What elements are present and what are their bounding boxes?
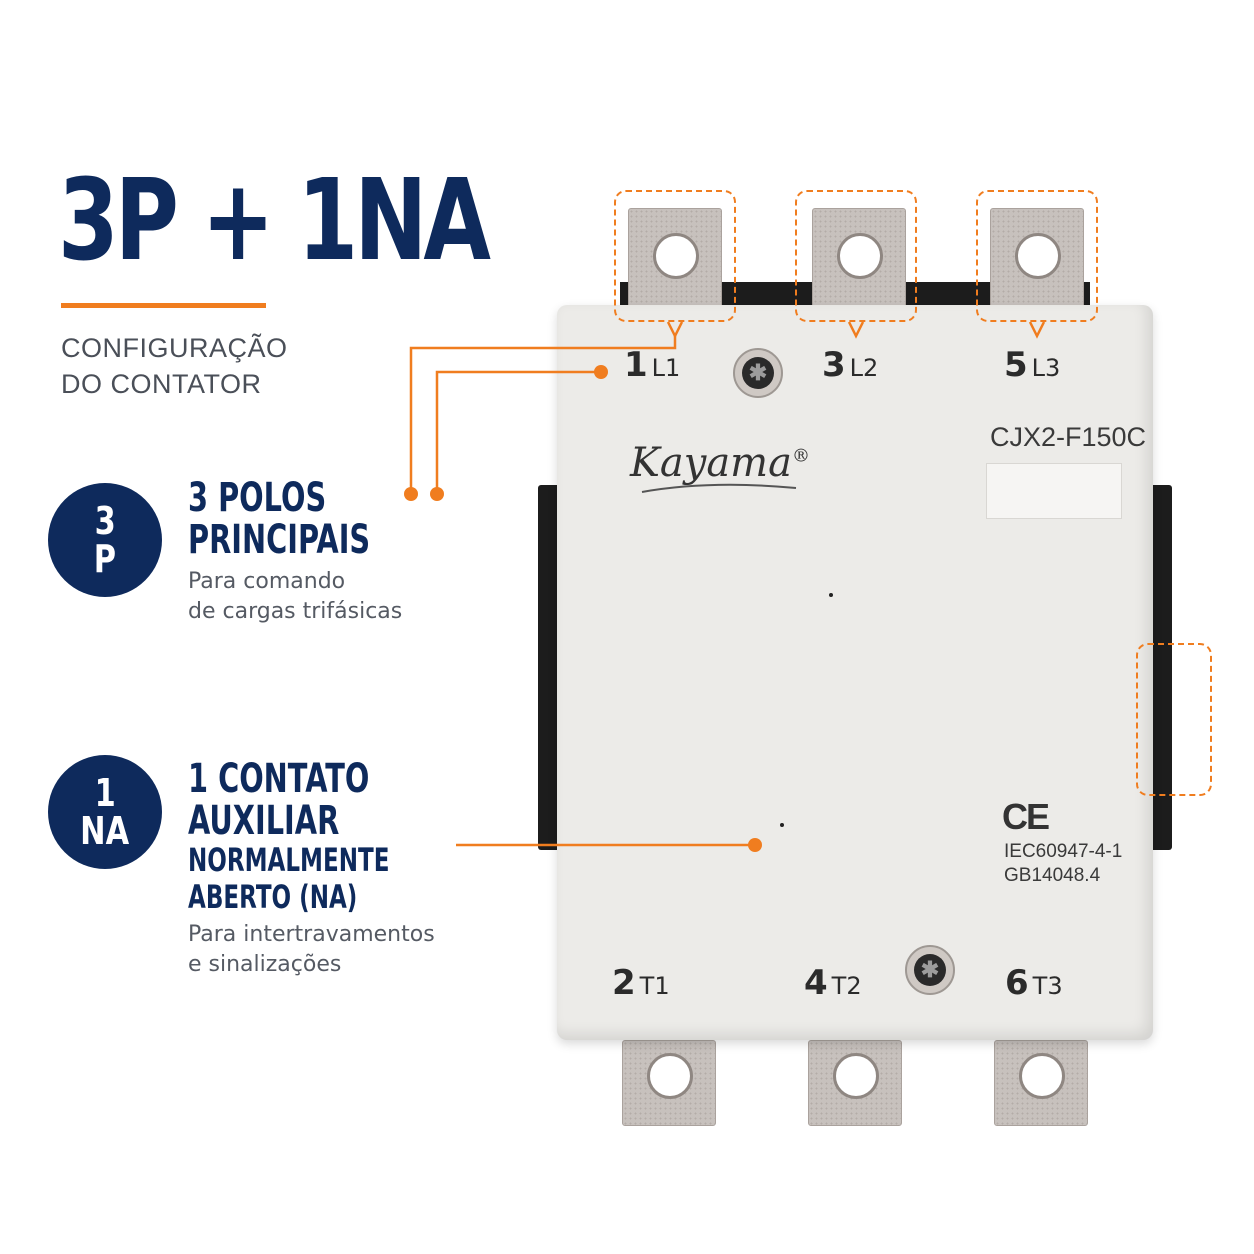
terminal-code: T2: [831, 972, 862, 1000]
connector-dot: [594, 365, 608, 379]
subtitle-line-2: DO CONTATOR: [61, 369, 262, 399]
feature-subtitle-line: ABERTO (NA): [188, 878, 358, 916]
indicator-hole: [780, 823, 784, 827]
feature-title-line: AUXILIAR: [188, 798, 340, 844]
feature-title-line: 3 POLOS: [188, 475, 327, 521]
feature-title-line: PRINCIPAIS: [188, 517, 371, 563]
terminal-code: T3: [1032, 972, 1063, 1000]
bracket-tick: [1028, 321, 1046, 339]
brand-swoosh: [641, 483, 797, 493]
ce-mark: CE: [1002, 796, 1050, 837]
connector-dot: [404, 487, 418, 501]
standard-line: GB14048.4: [1004, 865, 1101, 886]
connector-line-l1: [409, 336, 677, 494]
side-clip-right: [1150, 485, 1172, 850]
terminal-t2: [808, 1040, 902, 1126]
badge-line: 3: [94, 499, 116, 543]
badge-line: 1: [94, 771, 116, 815]
standard-line: IEC60947-4-1: [1004, 841, 1123, 862]
headline-subtitle: CONFIGURAÇÃO DO CONTATOR: [61, 330, 288, 402]
terminal-code: L1: [651, 354, 681, 382]
highlight-aux-contact: [1136, 643, 1212, 796]
feature-subtitle-line: NORMALMENTE: [188, 841, 390, 879]
terminal-l2: [812, 208, 906, 308]
brand-name: Kayama: [630, 440, 792, 486]
terminal-l3: [990, 208, 1084, 308]
label-plate: [986, 463, 1122, 519]
indicator-hole: [829, 593, 833, 597]
feature-aux-contact: 1 CONTATO AUXILIAR NORMALMENTE ABERTO (N…: [188, 758, 468, 980]
terminal-l1: [628, 208, 722, 308]
terminal-code: T1: [639, 972, 670, 1000]
badge-line: P: [93, 537, 117, 581]
headline-underline: [61, 303, 266, 308]
badge-line: NA: [80, 809, 130, 853]
bracket-tick: [666, 321, 684, 339]
screw-icon: ✱: [733, 348, 783, 398]
side-clip-left: [538, 485, 560, 850]
brand-logo: Kayama®: [630, 440, 810, 486]
terminal-code: L2: [849, 354, 879, 382]
terminal-t1: [622, 1040, 716, 1126]
model-number: CJX2-F150C: [990, 422, 1147, 452]
feature-description-line: Para comando: [188, 569, 346, 594]
contactor-body: [557, 305, 1153, 1040]
badge-3p: 3 P: [48, 483, 162, 597]
terminal-number: 3: [822, 345, 846, 385]
terminal-number: 4: [804, 963, 828, 1003]
connector-line-l2: [435, 370, 601, 494]
highlight-l2: [795, 190, 917, 322]
feature-description-line: e sinalizações: [188, 952, 342, 977]
screw-icon: ✱: [905, 945, 955, 995]
terminal-number: 5: [1004, 345, 1028, 385]
feature-3-poles: 3 POLOS PRINCIPAIS Para comando de carga…: [188, 477, 441, 627]
terminal-number: 1: [624, 345, 648, 385]
connector-dot: [748, 838, 762, 852]
feature-title-line: 1 CONTATO: [188, 756, 370, 802]
feature-description-line: de cargas trifásicas: [188, 599, 403, 624]
subtitle-line-1: CONFIGURAÇÃO: [61, 333, 288, 363]
badge-1na: 1 NA: [48, 755, 162, 869]
terminal-number: 6: [1005, 963, 1029, 1003]
terminal-number: 2: [612, 963, 636, 1003]
highlight-l1: [614, 190, 736, 322]
highlight-l3: [976, 190, 1098, 322]
standards-text: IEC60947-4-1 GB14048.4: [1004, 840, 1122, 888]
feature-description-line: Para intertravamentos: [188, 922, 435, 947]
registered-mark: ®: [791, 445, 810, 467]
bracket-tick: [847, 321, 865, 339]
headline: 3P + 1NA: [58, 156, 491, 286]
terminal-t3: [994, 1040, 1088, 1126]
connector-dot: [430, 487, 444, 501]
terminal-code: L3: [1031, 354, 1061, 382]
